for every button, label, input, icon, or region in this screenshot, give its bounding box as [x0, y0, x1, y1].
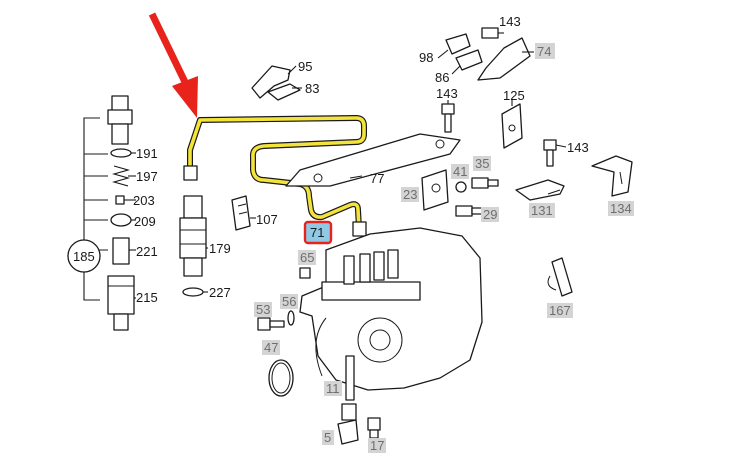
- label-5[interactable]: 5: [324, 430, 331, 445]
- label-221[interactable]: 221: [136, 244, 158, 259]
- fitting-5: [337, 403, 359, 445]
- bracket-134: [591, 155, 633, 197]
- stud-11: [345, 355, 355, 401]
- bolt-29: [455, 205, 483, 217]
- label-191[interactable]: 191: [136, 146, 158, 161]
- bolt-143-right: [543, 139, 557, 167]
- bolt-53: [257, 317, 285, 331]
- pipe-nut-right: [352, 221, 367, 237]
- label-47[interactable]: 47: [264, 340, 278, 355]
- label-29[interactable]: 29: [483, 207, 497, 222]
- injector-nozzle-parts-stack: [67, 95, 136, 331]
- label-185[interactable]: 185: [73, 249, 95, 264]
- label-83[interactable]: 83: [305, 81, 319, 96]
- part-number-labels: 143 95 83 98 86 143 125 143 191 197 203 …: [73, 14, 589, 305]
- bracket-group-74: [445, 27, 531, 81]
- label-53[interactable]: 53: [256, 302, 270, 317]
- square-65: [299, 267, 311, 279]
- label-143[interactable]: 143: [499, 14, 521, 29]
- label-11[interactable]: 11: [326, 381, 340, 396]
- label-56[interactable]: 56: [282, 294, 296, 309]
- label-179[interactable]: 179: [209, 241, 231, 256]
- label-197[interactable]: 197: [136, 169, 158, 184]
- group-circle-185: [67, 239, 101, 273]
- clamp-107: [231, 195, 251, 231]
- label-143-mid[interactable]: 143: [436, 86, 458, 101]
- label-107[interactable]: 107: [256, 212, 278, 227]
- o-ring-47: [268, 359, 294, 397]
- washer-56: [287, 310, 295, 326]
- washer-227: [182, 287, 204, 297]
- label-98[interactable]: 98: [419, 50, 433, 65]
- bracket-131: [515, 179, 565, 201]
- label-215[interactable]: 215: [136, 290, 158, 305]
- bracket-125: [501, 103, 523, 149]
- label-17[interactable]: 17: [370, 438, 384, 453]
- bolt-35: [471, 177, 499, 189]
- label-227[interactable]: 227: [209, 285, 231, 300]
- label-143-right[interactable]: 143: [567, 140, 589, 155]
- label-203[interactable]: 203: [133, 193, 155, 208]
- screw-17: [367, 417, 381, 439]
- label-74[interactable]: 74: [537, 44, 551, 59]
- washer-41: [455, 181, 467, 193]
- clip-167: [547, 257, 573, 297]
- bolt-143: [441, 103, 455, 133]
- pipe-nut-left: [183, 165, 198, 181]
- red-pointer-arrow: [148, 12, 198, 118]
- label-71[interactable]: 71: [310, 225, 324, 240]
- bracket-77: [285, 133, 461, 187]
- label-77[interactable]: 77: [370, 171, 384, 186]
- label-95[interactable]: 95: [298, 59, 312, 74]
- label-131[interactable]: 131: [531, 203, 553, 218]
- label-65[interactable]: 65: [300, 250, 314, 265]
- highlighted-label-71[interactable]: 71: [303, 220, 333, 245]
- label-41[interactable]: 41: [453, 164, 467, 179]
- label-125[interactable]: 125: [503, 88, 525, 103]
- label-35[interactable]: 35: [475, 156, 489, 171]
- grey-part-labels: 74 41 35 23 29 131 134 65 53 56 47 11 5 …: [254, 43, 634, 453]
- label-209[interactable]: 209: [134, 214, 156, 229]
- label-134[interactable]: 134: [610, 201, 632, 216]
- injection-pipe-highlighted[interactable]: [183, 115, 367, 237]
- label-23[interactable]: 23: [403, 187, 417, 202]
- bracket-23: [421, 169, 449, 211]
- label-86[interactable]: 86: [435, 70, 449, 85]
- clip-95-83: [251, 65, 301, 101]
- injector-179: [179, 195, 207, 297]
- label-167[interactable]: 167: [549, 303, 571, 318]
- injection-pump-body: [299, 227, 483, 391]
- leader-lines: [203, 32, 567, 293]
